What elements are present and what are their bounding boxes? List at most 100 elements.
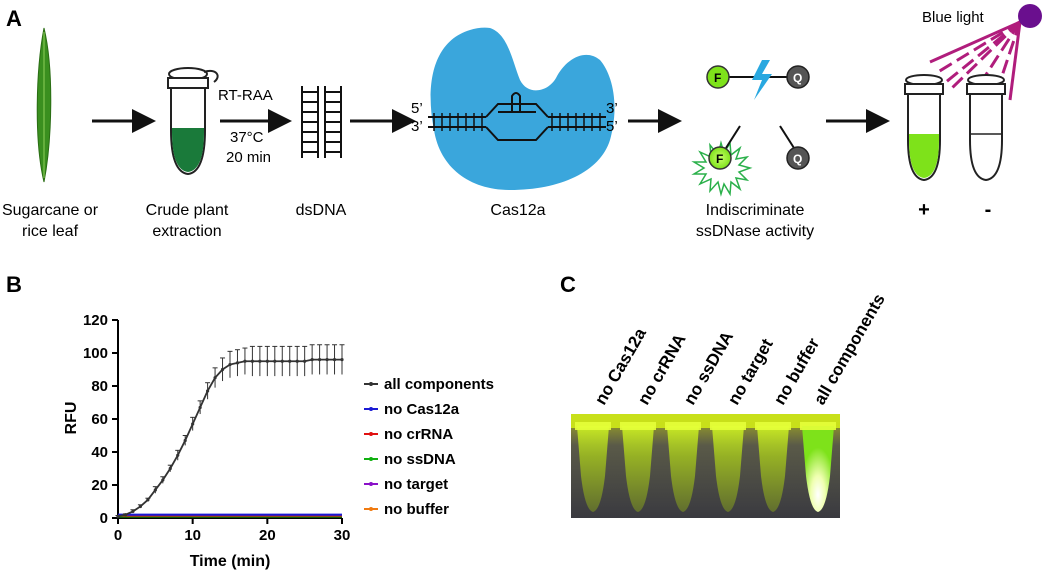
- data-point: [235, 361, 240, 365]
- caption-tube: Crude plant extraction: [132, 200, 242, 242]
- data-point: [318, 358, 322, 362]
- photo-tube: [577, 426, 609, 512]
- dna-end-left-bottom: 3’: [411, 118, 423, 135]
- photo-tube: [622, 426, 654, 512]
- photo-tube-rim: [710, 422, 746, 430]
- light-source-icon: [1018, 4, 1042, 28]
- photo-tube: [802, 426, 834, 512]
- data-point: [116, 514, 120, 518]
- photo-tube-rim: [755, 422, 791, 430]
- dna-end-left-top: 5’: [411, 100, 423, 117]
- y-tick-label: 120: [83, 312, 108, 329]
- caption-ssdnase-line2: ssDNase activity: [695, 223, 815, 240]
- cas12a-protein-icon: [430, 27, 615, 190]
- legend-marker: [369, 432, 373, 436]
- legend-label: no ssDNA: [384, 451, 456, 468]
- data-point: [168, 466, 172, 471]
- y-axis-label: RFU: [63, 402, 80, 435]
- caption-ssdnase-line1: Indiscriminate: [705, 202, 805, 219]
- data-point: [123, 513, 128, 517]
- extraction-tube-icon: [167, 67, 219, 176]
- legend-label: no Cas12a: [384, 401, 460, 418]
- caption-ssdnase: Indiscriminate ssDNase activity: [680, 200, 830, 242]
- legend-label: all components: [384, 376, 494, 393]
- caption-positive: +: [918, 199, 930, 221]
- caption-tube-line2: extraction: [152, 223, 222, 240]
- caption-leaf: Sugarcane or rice leaf: [0, 200, 100, 242]
- data-point: [191, 422, 195, 426]
- data-point: [310, 358, 314, 362]
- reaction-time: 20 min: [226, 149, 271, 166]
- quencher-label: Q: [793, 71, 802, 85]
- data-point: [265, 359, 269, 363]
- cleaved-quencher-icon: [779, 125, 810, 170]
- dsdna-icon: [301, 86, 342, 158]
- target-dna-icon: [428, 92, 606, 141]
- data-point: [325, 358, 329, 362]
- tube-label-all-components: all components: [810, 291, 889, 408]
- x-axis-label: Time (min): [190, 553, 271, 570]
- x-tick-label: 10: [184, 527, 201, 544]
- legend-marker: [369, 482, 373, 486]
- photo-tube-rim: [575, 422, 611, 430]
- dna-end-right-bottom: 5’: [606, 118, 618, 135]
- cleaved-quencher-label: Q: [793, 152, 802, 166]
- dna-end-right-top: 3’: [606, 100, 618, 117]
- legend-label: no crRNA: [384, 426, 453, 443]
- panel-a-label: A: [6, 6, 22, 31]
- data-point: [131, 509, 135, 513]
- caption-leaf-line1: Sugarcane or: [1, 202, 99, 219]
- photo-tube: [667, 426, 699, 512]
- caption-dsdna: dsDNA: [295, 202, 347, 219]
- data-point: [138, 504, 142, 509]
- x-tick-label: 20: [259, 527, 276, 544]
- data-point: [228, 362, 232, 367]
- panel-a-schematic: RT-RAA 37°C 20 min 5’ 3’ 3’ 5’ F Q F Q B…: [36, 4, 1042, 197]
- legend-marker: [369, 407, 373, 411]
- data-point: [153, 488, 157, 492]
- data-point: [303, 359, 307, 363]
- data-point: [243, 359, 247, 363]
- caption-tube-line1: Crude plant: [145, 202, 229, 219]
- reaction-temp: 37°C: [230, 129, 264, 146]
- y-tick-label: 60: [91, 411, 108, 428]
- photo-tube-rim: [620, 422, 656, 430]
- cleaved-fluorophore-icon: [691, 125, 753, 197]
- legend-label: no buffer: [384, 501, 449, 518]
- legend-marker: [369, 382, 373, 386]
- tube-labels: no Cas12a no crRNA no ssDNA no target no…: [591, 291, 889, 408]
- caption-cas12a: Cas12a: [490, 202, 546, 219]
- photo-tube-rim: [665, 422, 701, 430]
- legend-label: no target: [384, 476, 448, 493]
- chart-series: [115, 344, 345, 518]
- panel-b-label: B: [6, 272, 22, 297]
- data-point: [161, 478, 165, 482]
- y-tick-label: 80: [91, 378, 108, 395]
- caption-negative: -: [984, 199, 992, 221]
- series-line: [117, 358, 342, 518]
- y-tick-label: 20: [91, 477, 108, 494]
- data-point: [295, 359, 299, 363]
- leaf-icon: [36, 27, 52, 183]
- cleaved-fluorophore-label: F: [716, 152, 723, 166]
- caption-leaf-line2: rice leaf: [21, 223, 79, 240]
- data-point: [340, 358, 344, 362]
- blue-light-label: Blue light: [922, 9, 985, 26]
- data-point: [213, 376, 217, 380]
- y-tick-label: 0: [100, 510, 108, 527]
- photo-tube: [757, 426, 789, 512]
- x-tick-label: 30: [334, 527, 351, 544]
- data-point: [183, 438, 187, 443]
- tube-photo: [571, 414, 840, 518]
- photo-tube-rim: [800, 422, 836, 430]
- light-beam-icon: [929, 20, 1022, 101]
- data-point: [198, 405, 202, 410]
- negative-tube-icon: [966, 74, 1006, 182]
- positive-tube-icon: [904, 74, 944, 182]
- lightning-bolt-icon: [752, 60, 772, 100]
- data-point: [146, 498, 150, 502]
- data-point: [258, 359, 262, 363]
- x-tick-label: 0: [114, 527, 122, 544]
